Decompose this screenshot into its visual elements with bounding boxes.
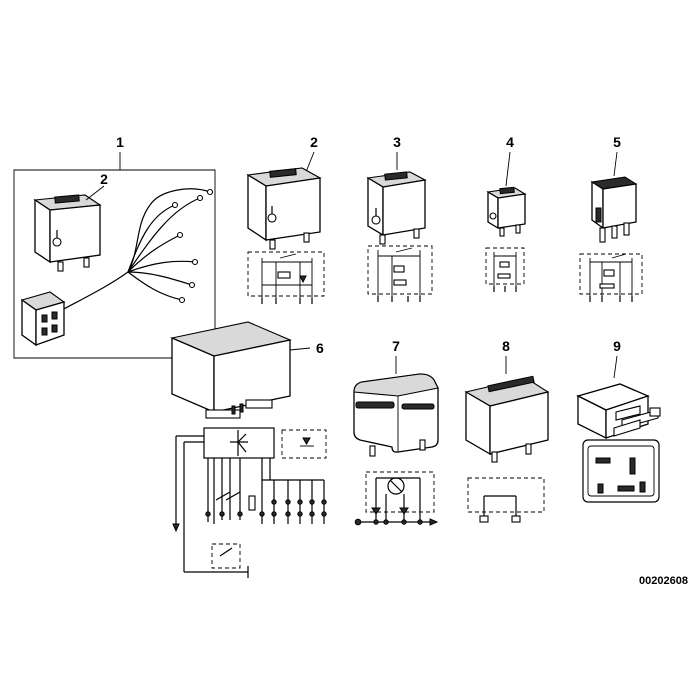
part-number-9: 9: [613, 338, 621, 354]
part-number-8: 8: [502, 338, 510, 354]
leader-2: [305, 151, 315, 173]
part-number-4: 4: [506, 134, 514, 150]
item-5-schematic: [579, 253, 643, 302]
part-number-2: 2: [310, 134, 318, 150]
part-number-6: 6: [316, 340, 324, 356]
item-7-relay: 7: [353, 338, 439, 526]
part-number-5: 5: [613, 134, 621, 150]
item-9-socket: [582, 439, 660, 503]
item-9-relay: 9: [576, 338, 661, 503]
leader-5: [613, 151, 618, 177]
item-6-schematic: [172, 427, 327, 578]
leader-6: [289, 347, 311, 351]
item-1-kit: 1 2: [13, 134, 216, 359]
leader-2-kit: [85, 185, 105, 201]
part-number-2-kit: 2: [100, 171, 108, 187]
part-number-3: 3: [393, 134, 401, 150]
harness-connector: [20, 291, 66, 347]
item-2-relay: 2: [246, 134, 325, 304]
item-2-schematic: [247, 251, 325, 304]
item-3-schematic: [367, 245, 433, 302]
leader-9: [613, 355, 618, 379]
item-6-control-unit: 6: [170, 321, 327, 578]
item-5-relay: 5: [579, 134, 643, 302]
kit-relay: [33, 194, 102, 272]
item-8-schematic: [467, 477, 545, 523]
item-7-schematic: [354, 471, 439, 526]
part-number-7: 7: [392, 338, 400, 354]
leader-4: [505, 151, 511, 187]
item-8-relay: 8: [464, 338, 550, 523]
wiring-harness: [61, 188, 214, 311]
item-4-schematic: [485, 247, 525, 292]
reference-code: 00202608: [639, 575, 688, 587]
part-number-1: 1: [116, 134, 124, 150]
item-4-relay: 4: [485, 134, 527, 292]
item-3-relay: 3: [366, 134, 433, 302]
